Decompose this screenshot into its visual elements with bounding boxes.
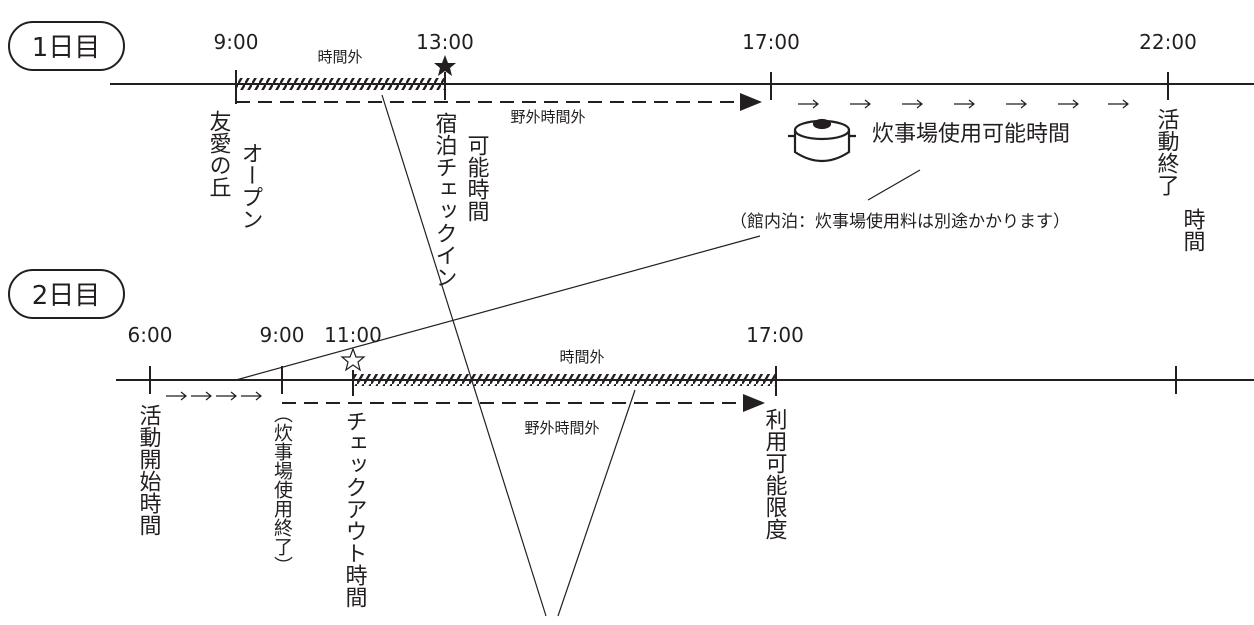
day1-time-9: 9:00 [214, 30, 259, 54]
day2-vlabel-kitchen-end: （炊事場使用終了） [271, 404, 293, 575]
day1-outdoor-outside-label: 野外時間外 [510, 108, 585, 126]
white-star-icon [340, 347, 366, 372]
black-star-icon [434, 55, 456, 76]
cooking-pot-icon [788, 118, 856, 163]
day2-outside-hours-hatch [353, 374, 775, 386]
connector-kitchen-note-line [235, 235, 761, 381]
day1-kitchen-label: 炊事場使用可能時間 [872, 122, 1070, 147]
day1-vlabel-checkin-2: 可能時間 [464, 134, 489, 222]
day1-vlabel-open-1: 友愛の丘 [206, 110, 232, 198]
day1-kitchen-note: （館内泊：炊事場使用料は別途かかります） [730, 211, 1070, 232]
day1-outside-hours-hatch [236, 78, 445, 90]
day2-time-11: 11:00 [324, 323, 382, 347]
day2-time-17: 17:00 [746, 323, 804, 347]
day2-outside-hours-label: 時間外 [559, 348, 604, 366]
day1-time-13: 13:00 [416, 30, 474, 54]
day2-time-6: 6:00 [128, 323, 173, 347]
day2-badge-text: 2日目 [32, 281, 101, 311]
connector-outside-hours-line [381, 94, 547, 617]
day2-badge: 2日目 [8, 269, 125, 319]
day1-badge-outline [8, 21, 125, 71]
day2-vlabel-start: 活動開始時間 [136, 404, 162, 536]
day2-small-arrows [166, 391, 262, 401]
day1-vlabel-checkin-1: 宿泊チェックイン [432, 112, 458, 288]
day2-outdoor-outside-label: 野外時間外 [524, 419, 599, 437]
day1-time-17: 17:00 [742, 30, 800, 54]
day1-time-22: 22:00 [1139, 30, 1197, 54]
day1-outside-hours-label: 時間外 [317, 48, 362, 66]
day1-badge: 1日目 [8, 21, 125, 71]
day1-vlabel-open-2: オープン [238, 142, 263, 230]
day2-badge-outline [8, 269, 125, 319]
day1-vlabel-end-1: 活動終了 [1154, 108, 1180, 196]
day1-dashed-arrowhead [740, 93, 762, 111]
day1-vlabel-end-2: 時間 [1180, 208, 1205, 252]
connector-day2-line [557, 389, 636, 617]
day2-dashed-arrowhead [743, 394, 765, 412]
day1-badge-text: 1日目 [32, 33, 101, 63]
day1-kitchen-leader [867, 169, 921, 201]
day2-vlabel-checkout: チェックアウト時間 [342, 410, 367, 608]
day1-small-arrows [798, 99, 1129, 109]
day2-time-9: 9:00 [260, 323, 305, 347]
day2-vlabel-limit: 利用可能限度 [762, 408, 788, 540]
